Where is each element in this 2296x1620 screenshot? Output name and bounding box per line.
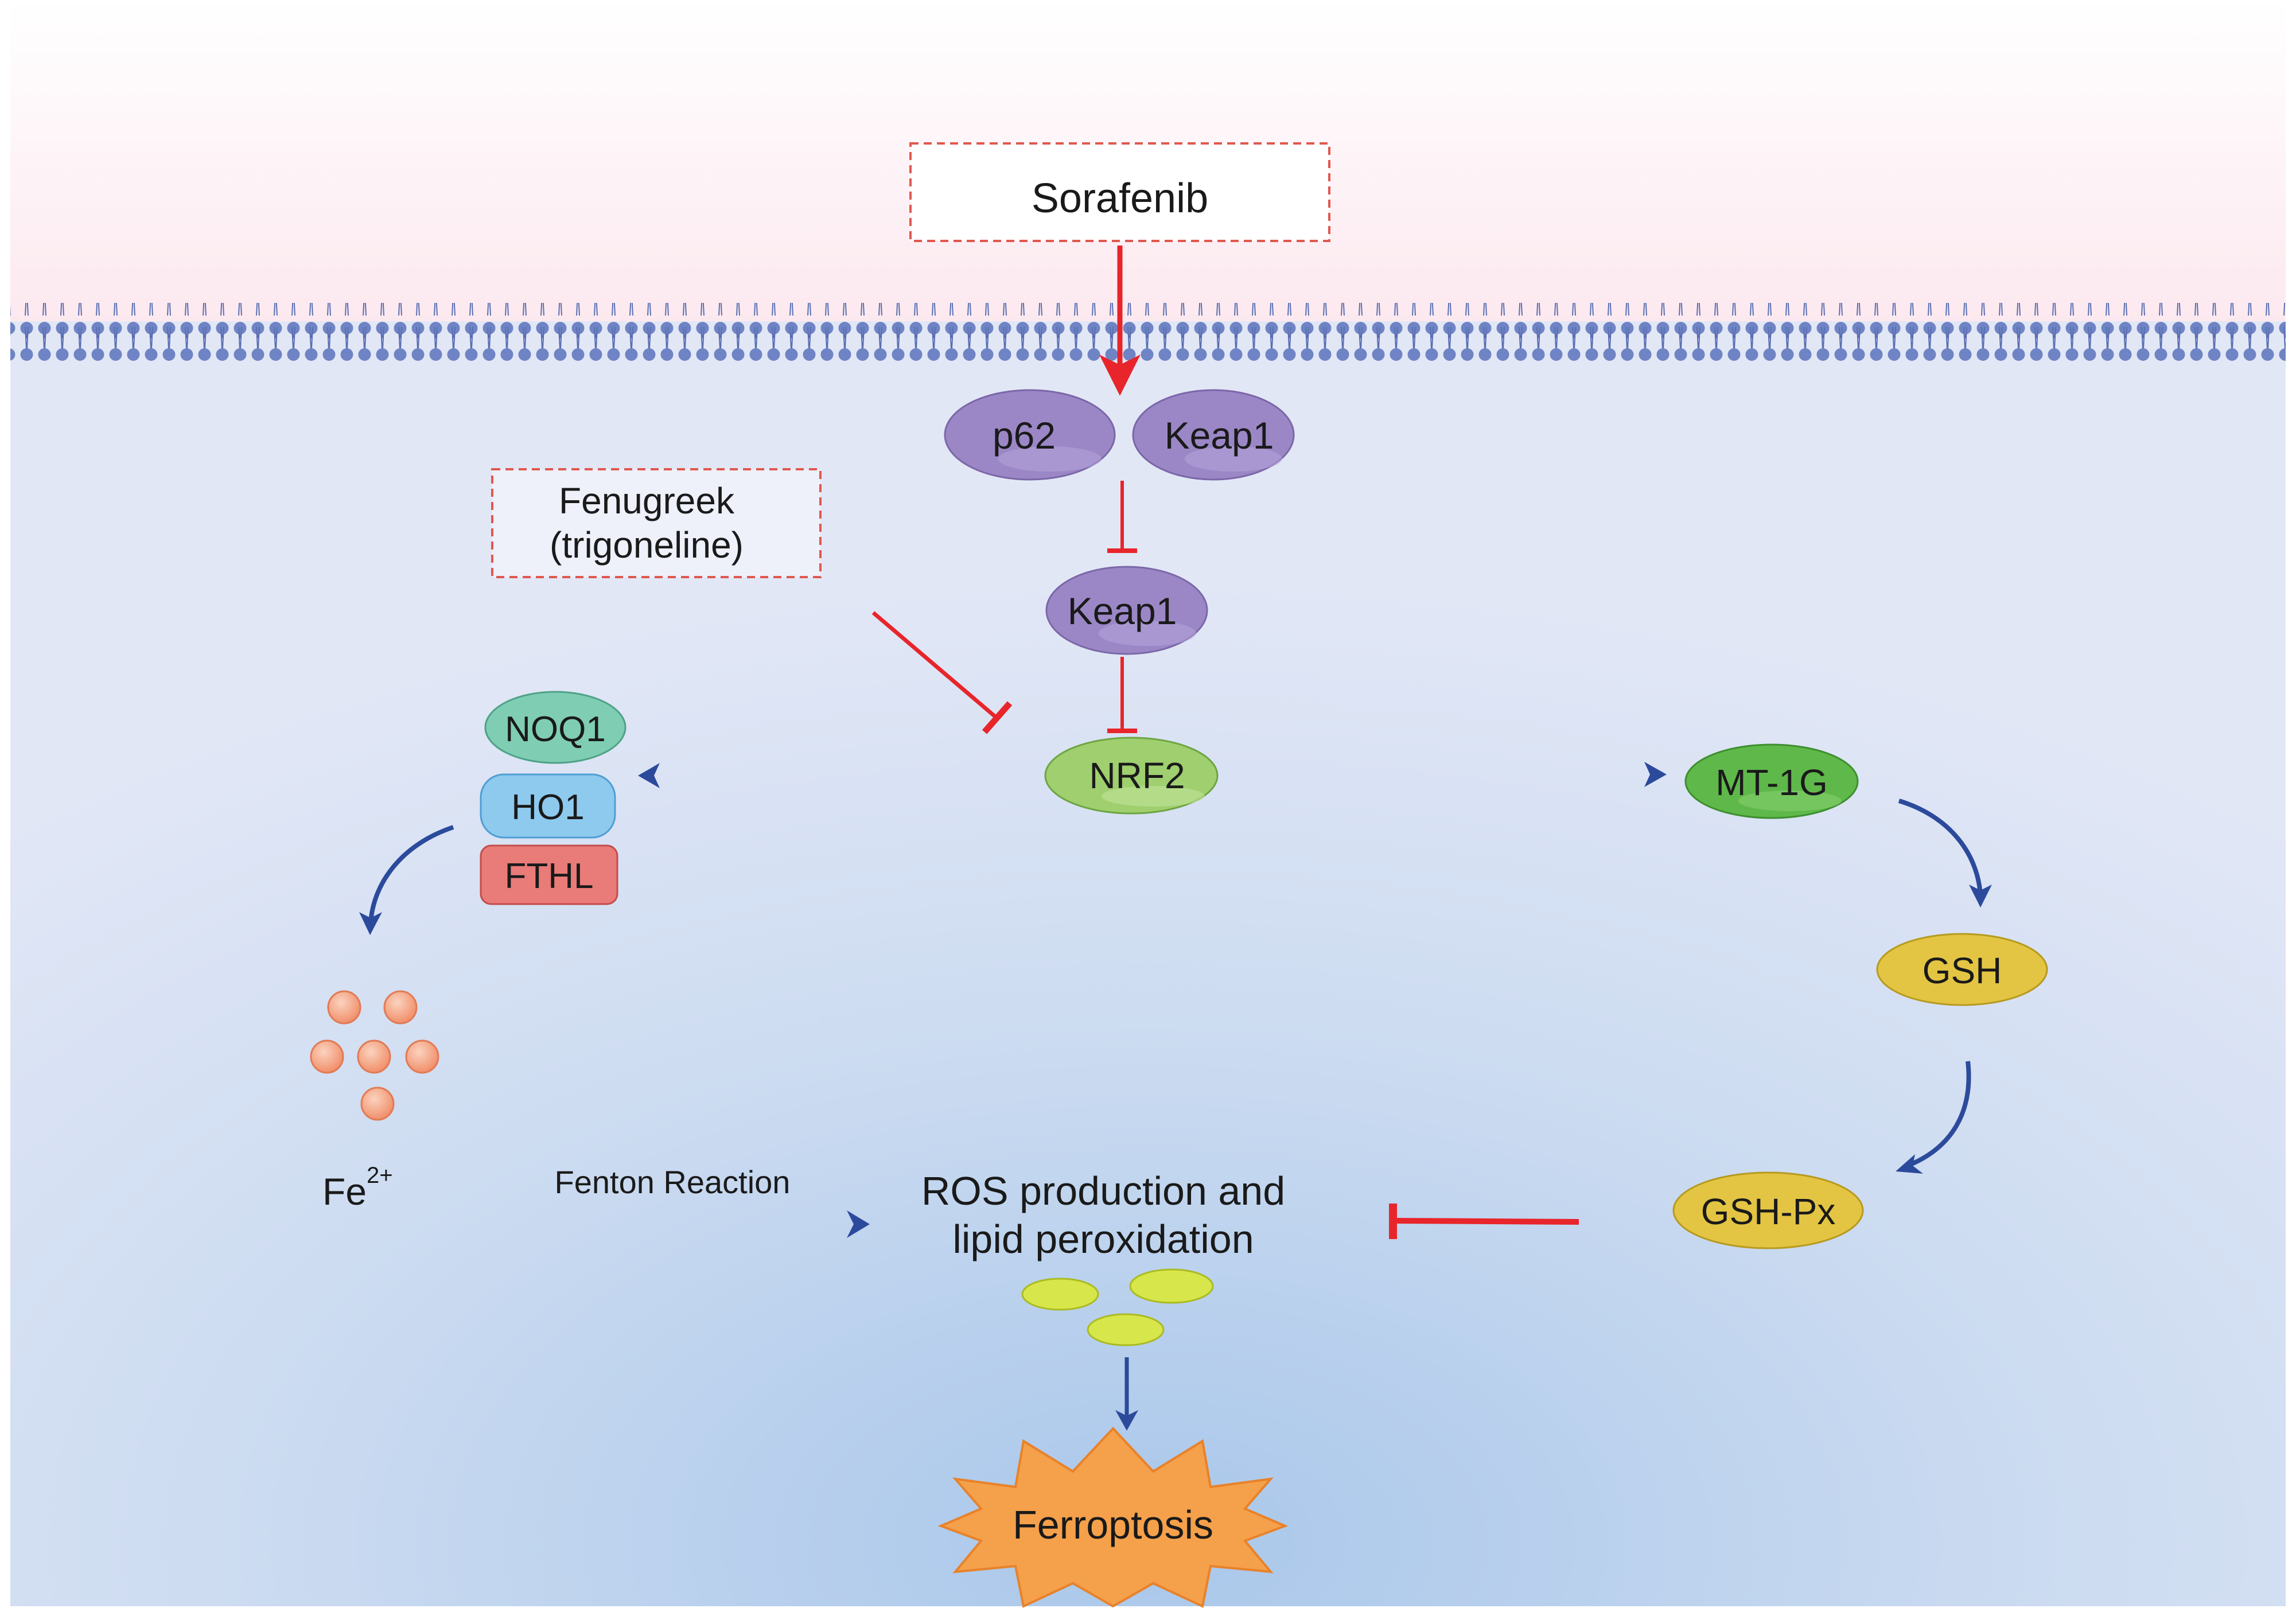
ferroptosis-burst: Ferroptosis — [937, 1427, 1289, 1608]
complex-inhibits-keap1 — [1107, 481, 1137, 553]
gsh-to-gshpx-arrow — [1909, 1061, 1971, 1167]
mt1g-label: MT-1G — [1715, 762, 1828, 803]
keap1-complex-ellipse: Keap1 — [1132, 389, 1295, 481]
gshpx-label: GSH-Px — [1701, 1191, 1836, 1232]
keap1-inhibits-nrf2 — [1107, 657, 1137, 733]
iron-base: Fe — [322, 1170, 367, 1213]
ros-label-line1: ROS production and — [921, 1169, 1285, 1213]
iron-ion — [383, 990, 418, 1025]
fthl-box: FTHL — [480, 844, 618, 905]
nrf2-ellipse: NRF2 — [1044, 737, 1219, 815]
lipid-droplet — [1087, 1313, 1165, 1346]
fenugreek-box: Fenugreek (trigoneline) — [491, 468, 822, 578]
iron-charge: 2+ — [367, 1163, 393, 1188]
gsh-ellipse: GSH — [1876, 933, 2048, 1006]
ros-label-line2: lipid peroxidation — [952, 1217, 1254, 1261]
mt1g-ellipse: MT-1G — [1684, 743, 1859, 819]
targets-to-iron-arrow — [368, 825, 454, 924]
noq1-ellipse: NOQ1 — [484, 691, 626, 764]
mt1g-to-gsh-arrowhead — [1969, 885, 1992, 908]
targets-to-iron-arrowhead — [359, 912, 382, 935]
mt1g-to-gsh-arrow — [1898, 799, 1983, 895]
nrf2-label: NRF2 — [1089, 755, 1185, 796]
sorafenib-label: Sorafenib — [1032, 176, 1208, 221]
p62-ellipse: p62 — [944, 389, 1116, 481]
iron-ion — [327, 990, 361, 1025]
ferroptosis-label: Ferroptosis — [1013, 1502, 1213, 1547]
p62-label: p62 — [993, 414, 1056, 457]
gsh-to-gshpx-arrowhead — [1896, 1154, 1923, 1174]
iron-label: Fe2+ — [322, 1163, 393, 1213]
nrf2-to-targets-arrowhead — [638, 763, 660, 788]
iron-ion — [310, 1039, 344, 1074]
gshpx-ellipse: GSH-Px — [1672, 1171, 1864, 1249]
iron-ions — [310, 990, 439, 1121]
trigoneline-label: (trigoneline) — [550, 524, 744, 566]
lipid-droplet — [1129, 1268, 1214, 1304]
lipid-droplets — [1021, 1268, 1214, 1346]
nrf2-to-mt1g-arrowhead — [1644, 762, 1667, 787]
fenugreek-inhibits-nrf2 — [871, 611, 1013, 734]
ho1-label: HO1 — [511, 788, 584, 827]
keap1-complex-label: Keap1 — [1165, 414, 1274, 457]
fenton-arrowhead — [847, 1210, 870, 1238]
noq1-label: NOQ1 — [505, 710, 606, 749]
gshpx-inhibits-ros — [1389, 1204, 1579, 1239]
keap1-ellipse: Keap1 — [1045, 566, 1208, 655]
gsh-label: GSH — [1923, 950, 2002, 991]
lipid-droplet — [1021, 1278, 1099, 1311]
keap1-label: Keap1 — [1068, 590, 1177, 632]
fenugreek-label: Fenugreek — [559, 480, 735, 521]
iron-ion — [405, 1039, 439, 1074]
iron-ion — [357, 1039, 391, 1074]
cell-membrane — [10, 303, 2286, 361]
sorafenib-box: Sorafenib — [909, 142, 1330, 242]
iron-ion — [360, 1087, 395, 1121]
ros-to-ferroptosis-arrowhead — [1115, 1410, 1138, 1431]
ho1-box: HO1 — [480, 773, 616, 839]
fenton-reaction-label: Fenton Reaction — [555, 1164, 791, 1200]
fthl-label: FTHL — [505, 856, 594, 896]
